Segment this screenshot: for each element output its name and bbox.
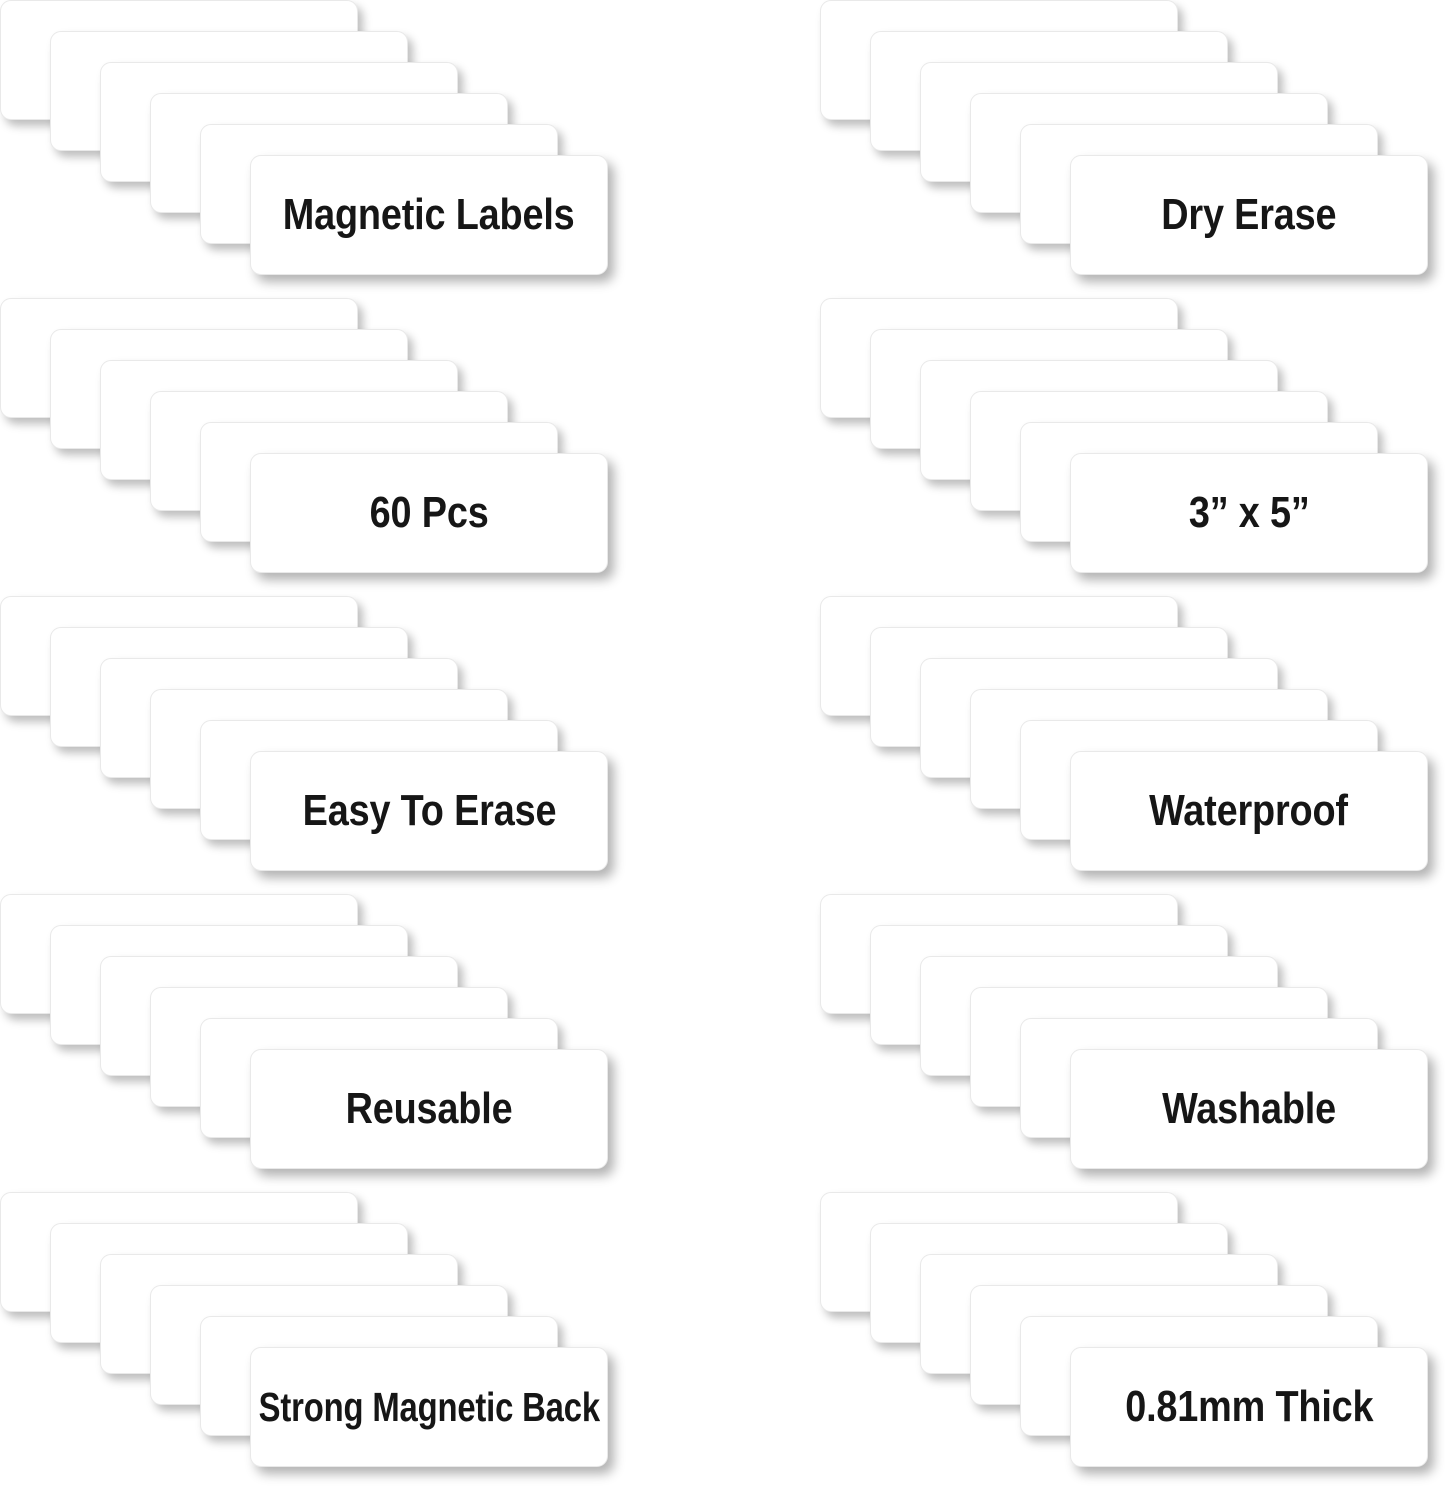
- feature-label: Reusable: [345, 1084, 513, 1133]
- feature-label: Washable: [1162, 1084, 1336, 1133]
- label-stack-thickness: 0.81mm Thick: [820, 1192, 1428, 1467]
- magnet-card-front: Washable: [1070, 1049, 1428, 1169]
- label-stack-reusable: Reusable: [0, 894, 608, 1169]
- feature-label: 3” x 5”: [1188, 488, 1310, 537]
- label-stack-60-pcs: 60 Pcs: [0, 298, 608, 573]
- label-stack-magnetic-labels: Magnetic Labels: [0, 0, 608, 275]
- magnet-card-front: 0.81mm Thick: [1070, 1347, 1428, 1467]
- feature-label: Easy To Erase: [302, 786, 556, 835]
- feature-label: 0.81mm Thick: [1124, 1382, 1374, 1431]
- feature-label: Magnetic Labels: [283, 190, 575, 239]
- feature-label: Dry Erase: [1161, 190, 1337, 239]
- feature-label: Strong Magnetic Back: [258, 1383, 600, 1430]
- magnet-card-front: 60 Pcs: [250, 453, 608, 573]
- feature-label: Waterproof: [1149, 786, 1349, 835]
- magnet-card-front: Dry Erase: [1070, 155, 1428, 275]
- label-stack-easy-to-erase: Easy To Erase: [0, 596, 608, 871]
- magnet-card-front: Reusable: [250, 1049, 608, 1169]
- label-stack-waterproof: Waterproof: [820, 596, 1428, 871]
- feature-label: 60 Pcs: [369, 488, 489, 537]
- label-stack-dry-erase: Dry Erase: [820, 0, 1428, 275]
- magnet-card-front: Magnetic Labels: [250, 155, 608, 275]
- magnet-card-front: Waterproof: [1070, 751, 1428, 871]
- label-stack-strong-magnetic-back: Strong Magnetic Back: [0, 1192, 608, 1467]
- label-stack-dimensions: 3” x 5”: [820, 298, 1428, 573]
- magnet-card-front: 3” x 5”: [1070, 453, 1428, 573]
- magnet-card-front: Strong Magnetic Back: [250, 1347, 608, 1467]
- magnet-card-front: Easy To Erase: [250, 751, 608, 871]
- label-stack-washable: Washable: [820, 894, 1428, 1169]
